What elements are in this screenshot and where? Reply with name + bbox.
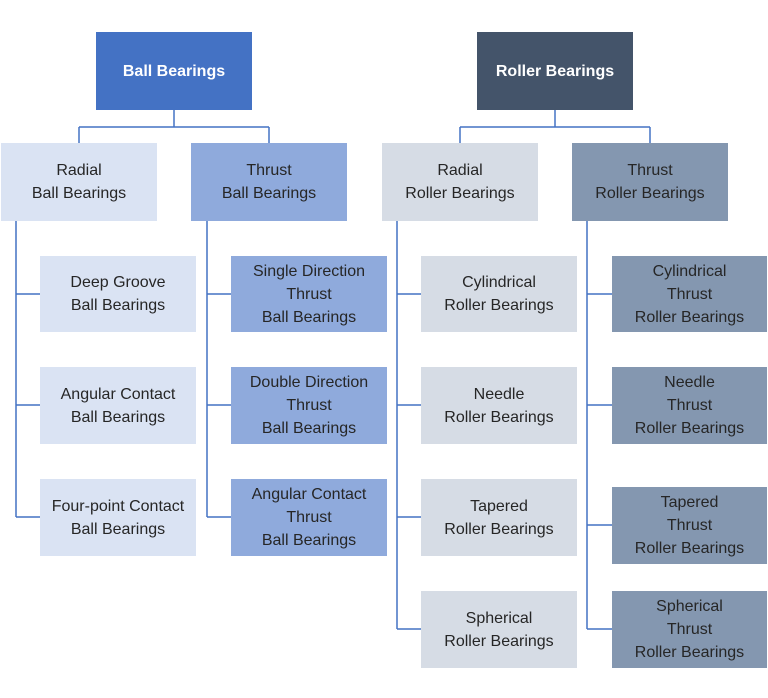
tapered-thrust-roller-bearings: Tapered Thrust Roller Bearings bbox=[612, 487, 767, 564]
ball-bearings-root: Ball Bearings bbox=[96, 32, 252, 110]
angular-contact-thrust-ball-bearings: Angular Contact Thrust Ball Bearings bbox=[231, 479, 387, 556]
double-direction-thrust-ball-bearings: Double Direction Thrust Ball Bearings bbox=[231, 367, 387, 444]
radial-roller-bearings: Radial Roller Bearings bbox=[382, 143, 538, 221]
tapered-roller-bearings: Tapered Roller Bearings bbox=[421, 479, 577, 556]
roller-bearings-root: Roller Bearings bbox=[477, 32, 633, 110]
cylindrical-thrust-roller-bearings: Cylindrical Thrust Roller Bearings bbox=[612, 256, 767, 332]
deep-groove-ball-bearings: Deep Groove Ball Bearings bbox=[40, 256, 196, 332]
cylindrical-roller-bearings: Cylindrical Roller Bearings bbox=[421, 256, 577, 332]
needle-roller-bearings: Needle Roller Bearings bbox=[421, 367, 577, 444]
radial-ball-bearings: Radial Ball Bearings bbox=[1, 143, 157, 221]
needle-thrust-roller-bearings: Needle Thrust Roller Bearings bbox=[612, 367, 767, 444]
single-direction-thrust-ball-bearings: Single Direction Thrust Ball Bearings bbox=[231, 256, 387, 332]
angular-contact-ball-bearings: Angular Contact Ball Bearings bbox=[40, 367, 196, 444]
four-point-contact-ball-bearings: Four-point Contact Ball Bearings bbox=[40, 479, 196, 556]
spherical-roller-bearings: Spherical Roller Bearings bbox=[421, 591, 577, 668]
thrust-roller-bearings: Thrust Roller Bearings bbox=[572, 143, 728, 221]
spherical-thrust-roller-bearings: Spherical Thrust Roller Bearings bbox=[612, 591, 767, 668]
thrust-ball-bearings: Thrust Ball Bearings bbox=[191, 143, 347, 221]
